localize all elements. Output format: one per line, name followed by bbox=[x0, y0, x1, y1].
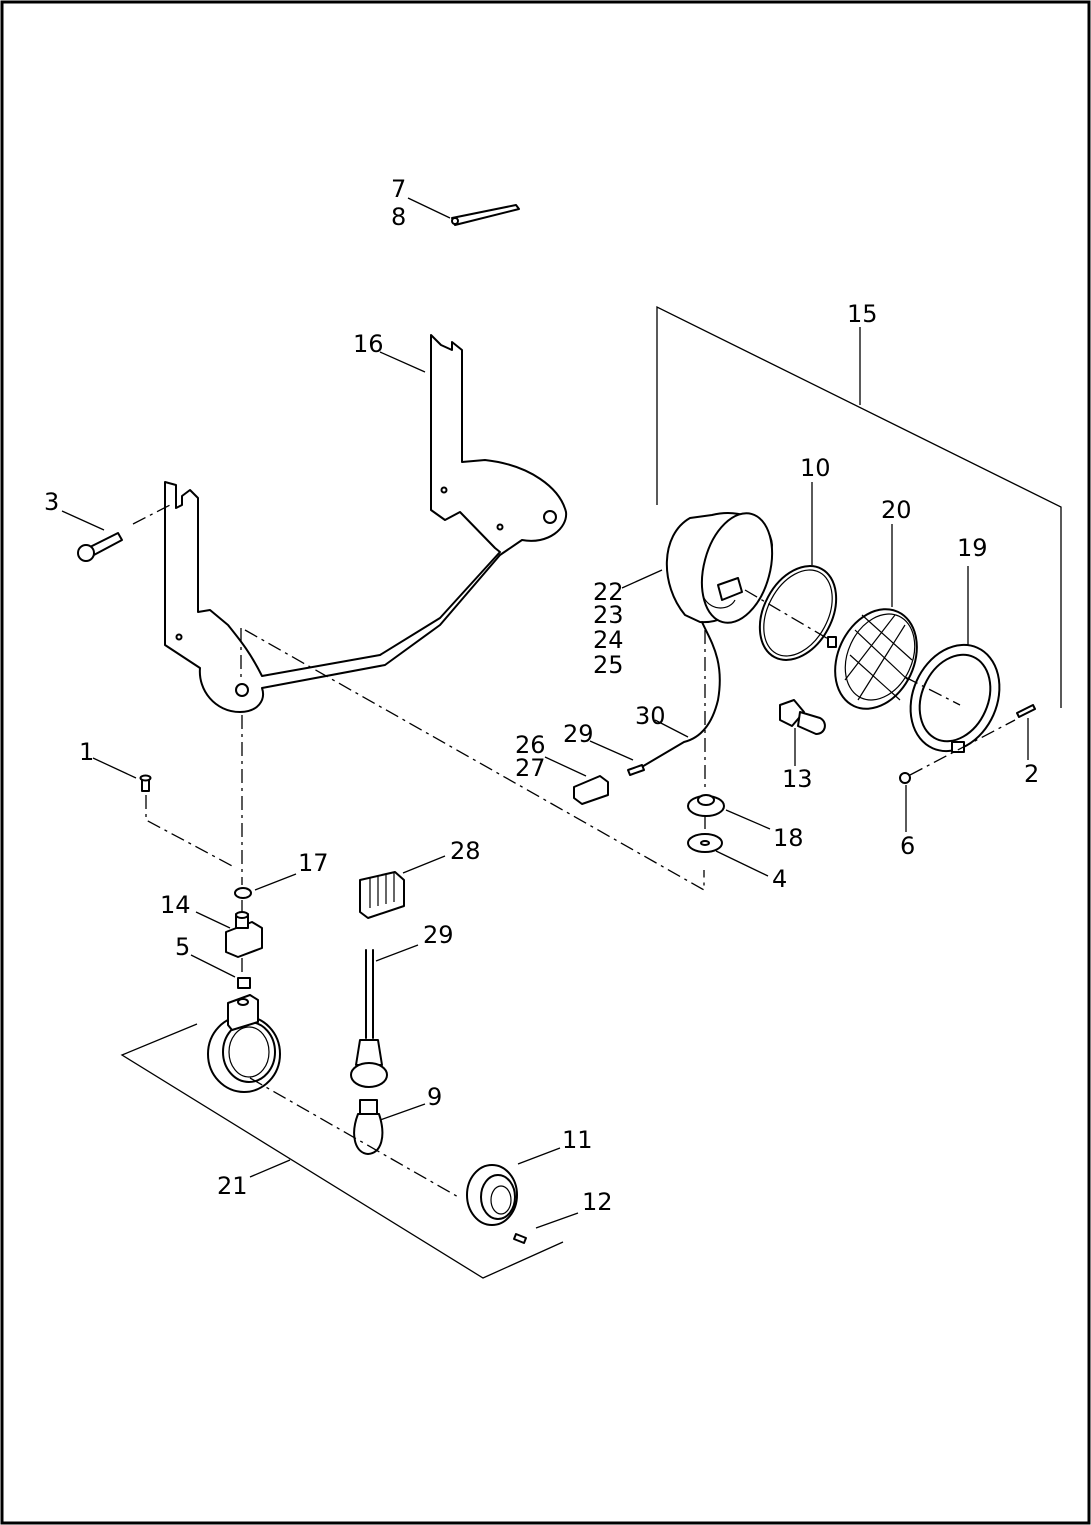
label-6: 6 bbox=[900, 832, 915, 860]
label-22: 22 bbox=[593, 578, 624, 606]
trim-screw bbox=[1016, 704, 1036, 718]
label-8: 8 bbox=[391, 203, 406, 231]
label-4: 4 bbox=[772, 865, 787, 893]
label-30: 30 bbox=[635, 702, 666, 730]
screw-small bbox=[139, 774, 152, 792]
label-11: 11 bbox=[562, 1126, 593, 1154]
label-15: 15 bbox=[847, 300, 878, 328]
marker-lens bbox=[466, 1164, 518, 1226]
label-17: 17 bbox=[298, 849, 329, 877]
leader-lines bbox=[61, 197, 1029, 1229]
label-20: 20 bbox=[881, 496, 912, 524]
headlamp-bulb bbox=[779, 699, 826, 735]
label-14: 14 bbox=[160, 891, 191, 919]
label-5: 5 bbox=[175, 933, 190, 961]
label-7: 7 bbox=[391, 175, 406, 203]
terminal bbox=[627, 764, 645, 776]
label-9: 9 bbox=[427, 1083, 442, 1111]
label-10: 10 bbox=[800, 454, 831, 482]
nut-small bbox=[237, 977, 251, 989]
label-16: 16 bbox=[353, 330, 384, 358]
assembly-bracket-15 bbox=[656, 305, 1062, 708]
label-26: 26 bbox=[515, 731, 546, 759]
label-19: 19 bbox=[957, 534, 988, 562]
connector-block bbox=[359, 871, 405, 919]
assembly-bracket-21 bbox=[120, 1023, 564, 1279]
label-23: 23 bbox=[593, 601, 624, 629]
cable-strap bbox=[451, 204, 520, 226]
label-21: 21 bbox=[217, 1172, 248, 1200]
mounting-bracket bbox=[164, 334, 568, 713]
label-25: 25 bbox=[593, 651, 624, 679]
sealed-beam-lamp bbox=[827, 608, 918, 710]
marker-bulb bbox=[353, 1099, 384, 1155]
bulb-socket bbox=[350, 949, 388, 1088]
adapter-block bbox=[225, 911, 263, 958]
washer-small bbox=[234, 887, 252, 899]
label-12: 12 bbox=[582, 1188, 613, 1216]
label-2: 2 bbox=[1024, 760, 1039, 788]
part-labels: 1 2 3 4 5 6 7 8 9 10 11 12 13 14 15 16 1… bbox=[44, 175, 1039, 1216]
trim-nut bbox=[899, 772, 911, 784]
label-1: 1 bbox=[79, 738, 94, 766]
label-18: 18 bbox=[773, 824, 804, 852]
label-29: 29 bbox=[423, 921, 454, 949]
label-3: 3 bbox=[44, 488, 59, 516]
grommet bbox=[687, 794, 725, 817]
marker-housing bbox=[207, 994, 281, 1093]
connector-plug bbox=[573, 775, 609, 805]
bolt bbox=[77, 532, 123, 562]
center-lines bbox=[132, 504, 1016, 1199]
label-29: 29 bbox=[563, 720, 594, 748]
lens-screw bbox=[513, 1233, 527, 1244]
gasket-ring bbox=[758, 565, 838, 661]
label-27: 27 bbox=[515, 754, 546, 782]
label-28: 28 bbox=[450, 837, 481, 865]
wire-lead bbox=[639, 621, 721, 769]
label-24: 24 bbox=[593, 626, 624, 654]
label-13: 13 bbox=[782, 765, 813, 793]
trim-ring bbox=[909, 643, 1001, 753]
washer bbox=[687, 833, 723, 853]
